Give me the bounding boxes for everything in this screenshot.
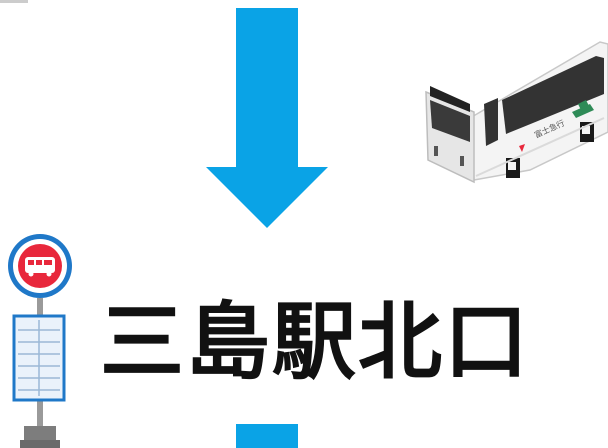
bus-stop-icon [8, 234, 72, 448]
station-name: 三島駅北口 [100, 293, 531, 391]
down-arrow-continuation-icon [236, 424, 298, 448]
edge-artifact [0, 0, 28, 3]
bus-icon [425, 41, 608, 184]
down-arrow-icon [206, 8, 328, 228]
